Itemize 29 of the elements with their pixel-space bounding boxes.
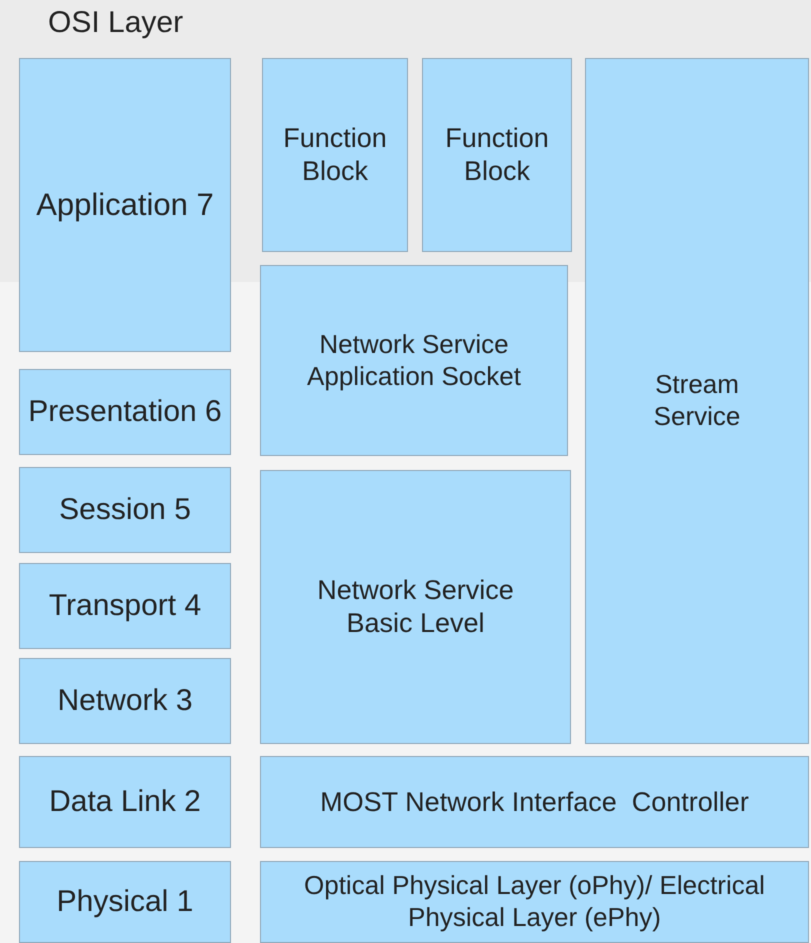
box-label: Stream Service xyxy=(652,369,742,433)
physical-layer-box xyxy=(260,861,809,943)
controller-box xyxy=(260,756,809,848)
box-label: Session 5 xyxy=(59,492,191,528)
box-label: Function Block xyxy=(282,122,388,188)
box-label: Data Link 2 xyxy=(49,784,201,820)
layer-box xyxy=(19,58,231,352)
layer-box xyxy=(19,563,231,649)
service-box xyxy=(260,265,568,456)
layer-box xyxy=(19,861,231,943)
box-label: Function Block xyxy=(444,122,550,188)
box-label: Network Service Basic Level xyxy=(316,574,515,640)
box-label: Application 7 xyxy=(36,186,214,224)
layer-box xyxy=(19,756,231,848)
service-box xyxy=(260,470,571,744)
box-label: Transport 4 xyxy=(48,588,202,624)
box-label: Presentation 6 xyxy=(28,394,222,430)
block-box xyxy=(422,58,572,252)
layer-box xyxy=(19,369,231,455)
layer-box xyxy=(19,467,231,553)
box-label: Physical 1 xyxy=(56,884,194,920)
box-label: Optical Physical Layer (oPhy)/ Electrical Physical Layer (ePhy) xyxy=(303,870,766,934)
box-label: Network Service Application Socket xyxy=(306,328,522,392)
box-label: Network 3 xyxy=(57,682,193,719)
service-box xyxy=(585,58,809,744)
layer-box xyxy=(19,658,231,744)
box-label: MOST Network Interface Controller xyxy=(320,786,749,818)
block-box xyxy=(262,58,408,252)
diagram-title: OSI Layer xyxy=(48,6,184,40)
